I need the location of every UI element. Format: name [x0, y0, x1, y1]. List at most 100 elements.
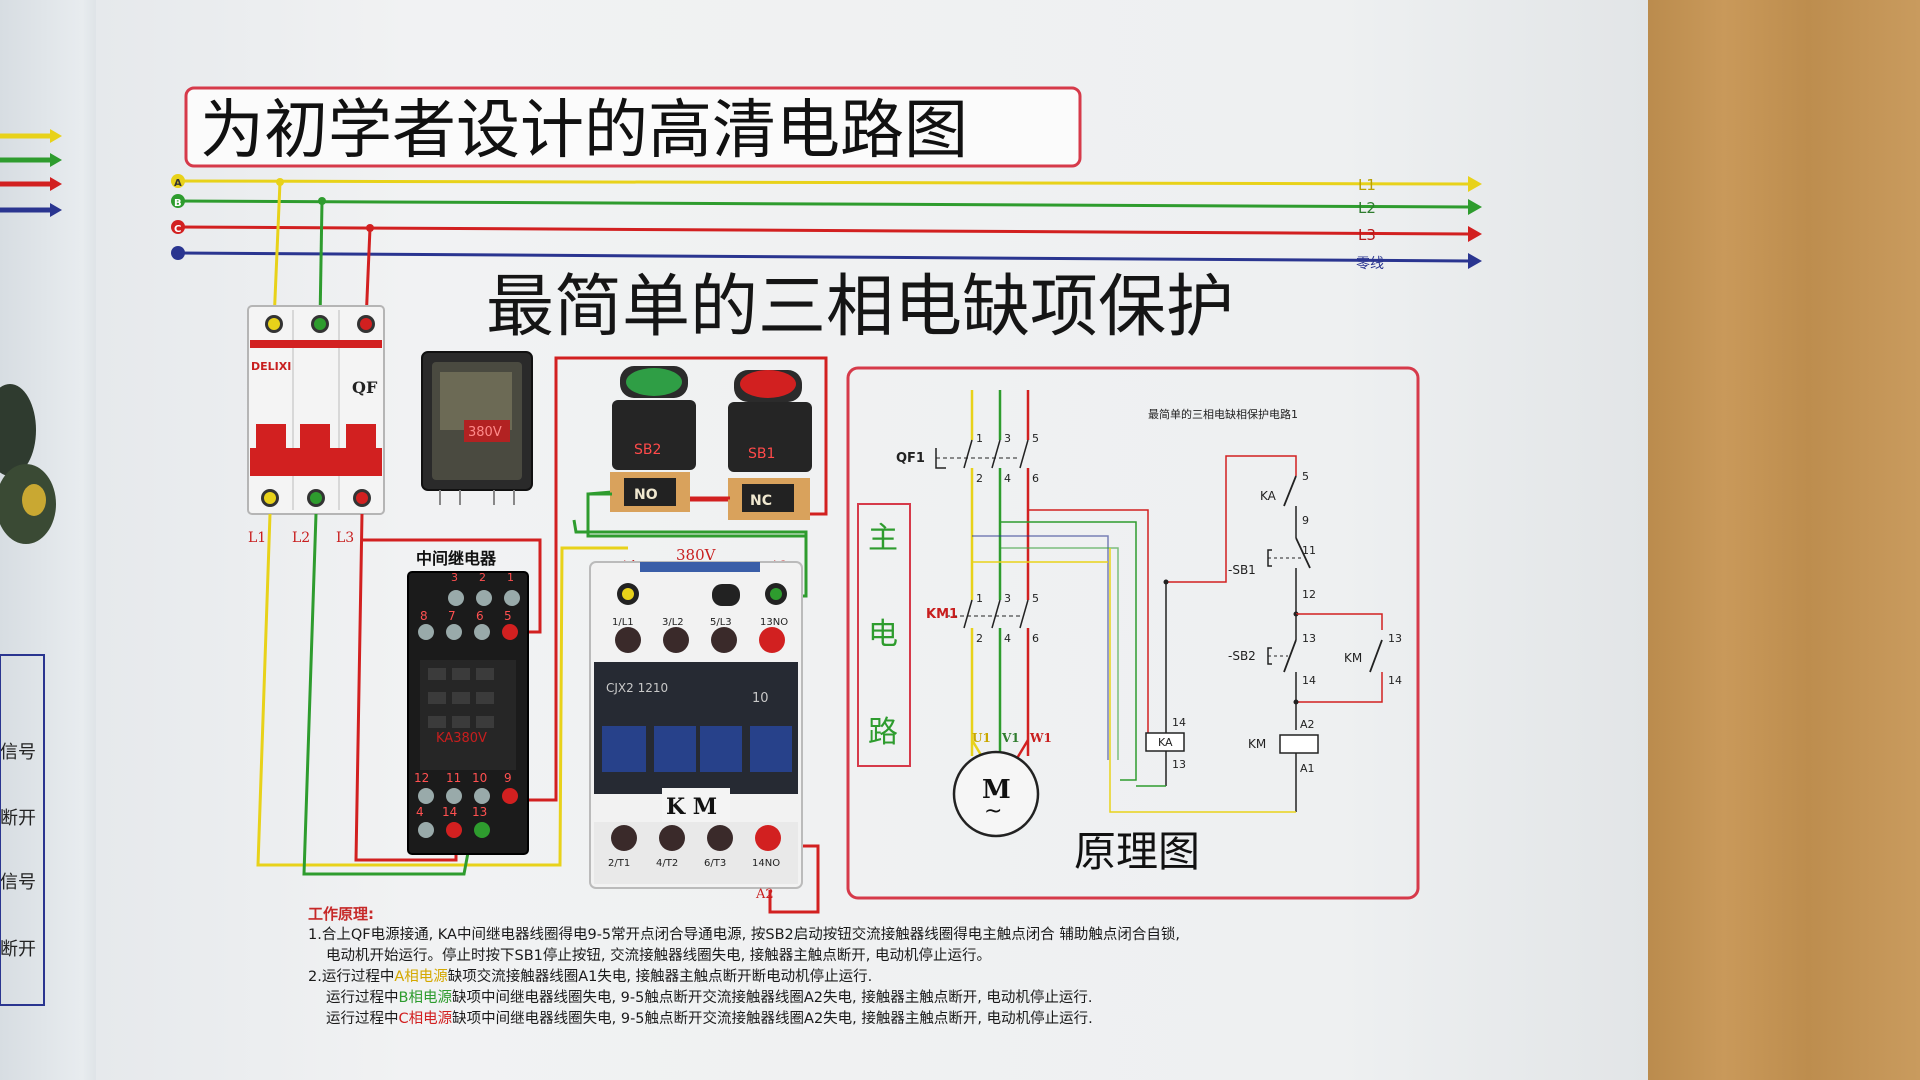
- contactor-voltage: 380V: [676, 546, 717, 564]
- drop-wires: [272, 178, 374, 323]
- work-principle-p2-line1: 2.运行过程中A相电源缺项交流接触器线圈A1失电, 接触器主触点断开断电动机停止…: [308, 967, 1508, 988]
- bus-label-b: B: [174, 198, 182, 209]
- bus-marker-c: [171, 220, 185, 234]
- left-page-frame: [0, 654, 45, 1006]
- schematic-sb1-label: -SB1: [1228, 563, 1256, 577]
- contactor-terminal-14no: 14NO: [752, 858, 780, 869]
- left-page-fragment-2: 断开: [0, 808, 36, 829]
- contactor-number: 10: [752, 691, 769, 706]
- p2-line3-phase-c: C相电源: [398, 1011, 453, 1027]
- left-page-fragment-1: 信号: [0, 742, 36, 763]
- relay-pin-9: 9: [504, 771, 512, 785]
- breaker-brand: DELIXI: [251, 360, 291, 373]
- title-frame: [184, 86, 1082, 168]
- motor-terminal-v1: V1: [1001, 731, 1020, 745]
- sb1-button: [728, 370, 812, 520]
- relay-pin-6: 6: [476, 609, 484, 623]
- qf-pin-5: 5: [1032, 432, 1039, 445]
- sb1-label: SB1: [748, 446, 775, 462]
- qf-pin-3: 3: [1004, 432, 1011, 445]
- relay-module-badge: 380V: [468, 425, 502, 440]
- contactor-model: CJX2 1210: [606, 681, 668, 695]
- motor-label: M: [982, 775, 1011, 805]
- schematic-km-coil-label: KM: [1248, 737, 1266, 751]
- contactor-terminal-3l2: 3/L2: [662, 617, 684, 628]
- relay-pin-1: 1: [507, 571, 514, 584]
- relay-pin-14: 14: [442, 805, 457, 819]
- relay-pin-2: 2: [479, 571, 486, 584]
- contactor-terminal-6t3: 6/T3: [704, 858, 726, 869]
- left-page-fragment-4: 断开: [0, 939, 36, 960]
- schematic-km-hold-label: KM: [1344, 651, 1362, 665]
- p2-line1-suffix: 缺项交流接触器线圈A1失电, 接触器主触点断开断电动机停止运行.: [447, 969, 873, 985]
- left-page-device: [0, 384, 56, 544]
- breaker-label: QF: [352, 378, 378, 397]
- km-pin-3: 3: [1004, 592, 1011, 605]
- work-principle: 工作原理: 1.合上QF电源接通, KA中间继电器线圈得电9-5常开点闭合导通电…: [308, 904, 1508, 1030]
- p2-line2-phase-b: B相电源: [398, 990, 452, 1006]
- km-pin-6: 6: [1032, 632, 1039, 645]
- p2-line2-suffix: 缺项中间继电器线圈失电, 9-5触点断开交流接触器线圈A2失电, 接触器主触点断…: [451, 990, 1093, 1006]
- relay-caption: 中间继电器: [416, 549, 497, 568]
- schematic-sb2-pin-13: 13: [1302, 632, 1316, 645]
- contactor-name: K M: [666, 794, 717, 820]
- left-page-fragment-3: 信号: [0, 872, 36, 893]
- contactor: [589, 561, 803, 889]
- subtitle: 最简单的三相电缺项保护: [486, 268, 1234, 347]
- page-title: 为初学者设计的高清电路图: [200, 94, 968, 168]
- relay-pin-12: 12: [414, 771, 429, 785]
- sb1-contact: NC: [750, 493, 772, 509]
- qf-pin-4: 4: [1004, 472, 1011, 485]
- control-circuit: [972, 455, 1383, 813]
- schematic-km-hold-pin-14: 14: [1388, 674, 1402, 687]
- circuit-breaker: [247, 305, 385, 515]
- schematic-sb2-pin-14: 14: [1302, 674, 1316, 687]
- bus-label-neutral: 零线: [1356, 256, 1384, 272]
- wooden-table: [1640, 0, 1920, 1080]
- km-pin-1: 1: [976, 592, 983, 605]
- schematic-sb2-label: -SB2: [1228, 649, 1256, 663]
- schematic-caption: 最简单的三相电缺相保护电路1: [1148, 407, 1298, 421]
- relay-pin-7: 7: [448, 609, 456, 623]
- bus-lines: [177, 176, 1482, 269]
- work-principle-p2-line3: 运行过程中C相电源缺项中间继电器线圈失电, 9-5触点断开交流接触器线圈A2失电…: [308, 1009, 1508, 1030]
- relay-pin-3: 3: [451, 571, 458, 584]
- intermediate-relay: [407, 571, 529, 855]
- qf-pin-2: 2: [976, 472, 983, 485]
- work-principle-p1-line1: 1.合上QF电源接通, KA中间继电器线圈得电9-5常开点闭合导通电源, 按SB…: [308, 927, 1180, 943]
- bus-label-d: D: [174, 250, 182, 261]
- work-principle-p2-line2: 运行过程中B相电源缺项中间继电器线圈失电, 9-5触点断开交流接触器线圈A2失电…: [308, 988, 1508, 1009]
- relay-pin-10: 10: [472, 771, 487, 785]
- main-circuit-char-2: 电: [868, 617, 898, 652]
- motor-ac-symbol: ~: [984, 799, 1002, 824]
- relay-pin-8: 8: [420, 609, 428, 623]
- schematic-ka-coil-label: KA: [1158, 736, 1173, 749]
- motor-terminal-u1: U1: [972, 731, 991, 745]
- relay-pin-5: 5: [504, 609, 512, 623]
- schematic-sb1-pin-12: 12: [1302, 588, 1316, 601]
- relay-pin-4: 4: [416, 805, 424, 819]
- p2-line2-prefix: 运行过程中: [326, 990, 399, 1006]
- breaker-terminal-l1: L1: [248, 530, 266, 546]
- schematic-ka-coil-pin-13: 13: [1172, 758, 1186, 771]
- p2-line1-phase-a: A相电源: [394, 969, 448, 985]
- main-circuit-char-3: 路: [868, 715, 898, 750]
- breaker-terminal-l2: L2: [292, 530, 310, 546]
- sb2-label: SB2: [634, 442, 661, 458]
- relay-pin-11: 11: [446, 771, 461, 785]
- bus-marker-d: [171, 246, 185, 260]
- bus-label-l2: L2: [1358, 199, 1376, 217]
- bus-label-a: A: [174, 178, 182, 189]
- km-pin-2: 2: [976, 632, 983, 645]
- schematic-frame: [846, 366, 1420, 900]
- relay-pin-13: 13: [472, 805, 487, 819]
- km-pin-4: 4: [1004, 632, 1011, 645]
- main-circuit-frame: [857, 503, 911, 767]
- p2-line3-prefix: 运行过程中: [326, 1011, 399, 1027]
- schematic-km-coil-a1: A1: [1300, 762, 1315, 775]
- contactor-bottom-a2: A2: [755, 887, 774, 902]
- km-pin-5: 5: [1032, 592, 1039, 605]
- bus-marker-a: [171, 174, 185, 188]
- qf-pin-1: 1: [976, 432, 983, 445]
